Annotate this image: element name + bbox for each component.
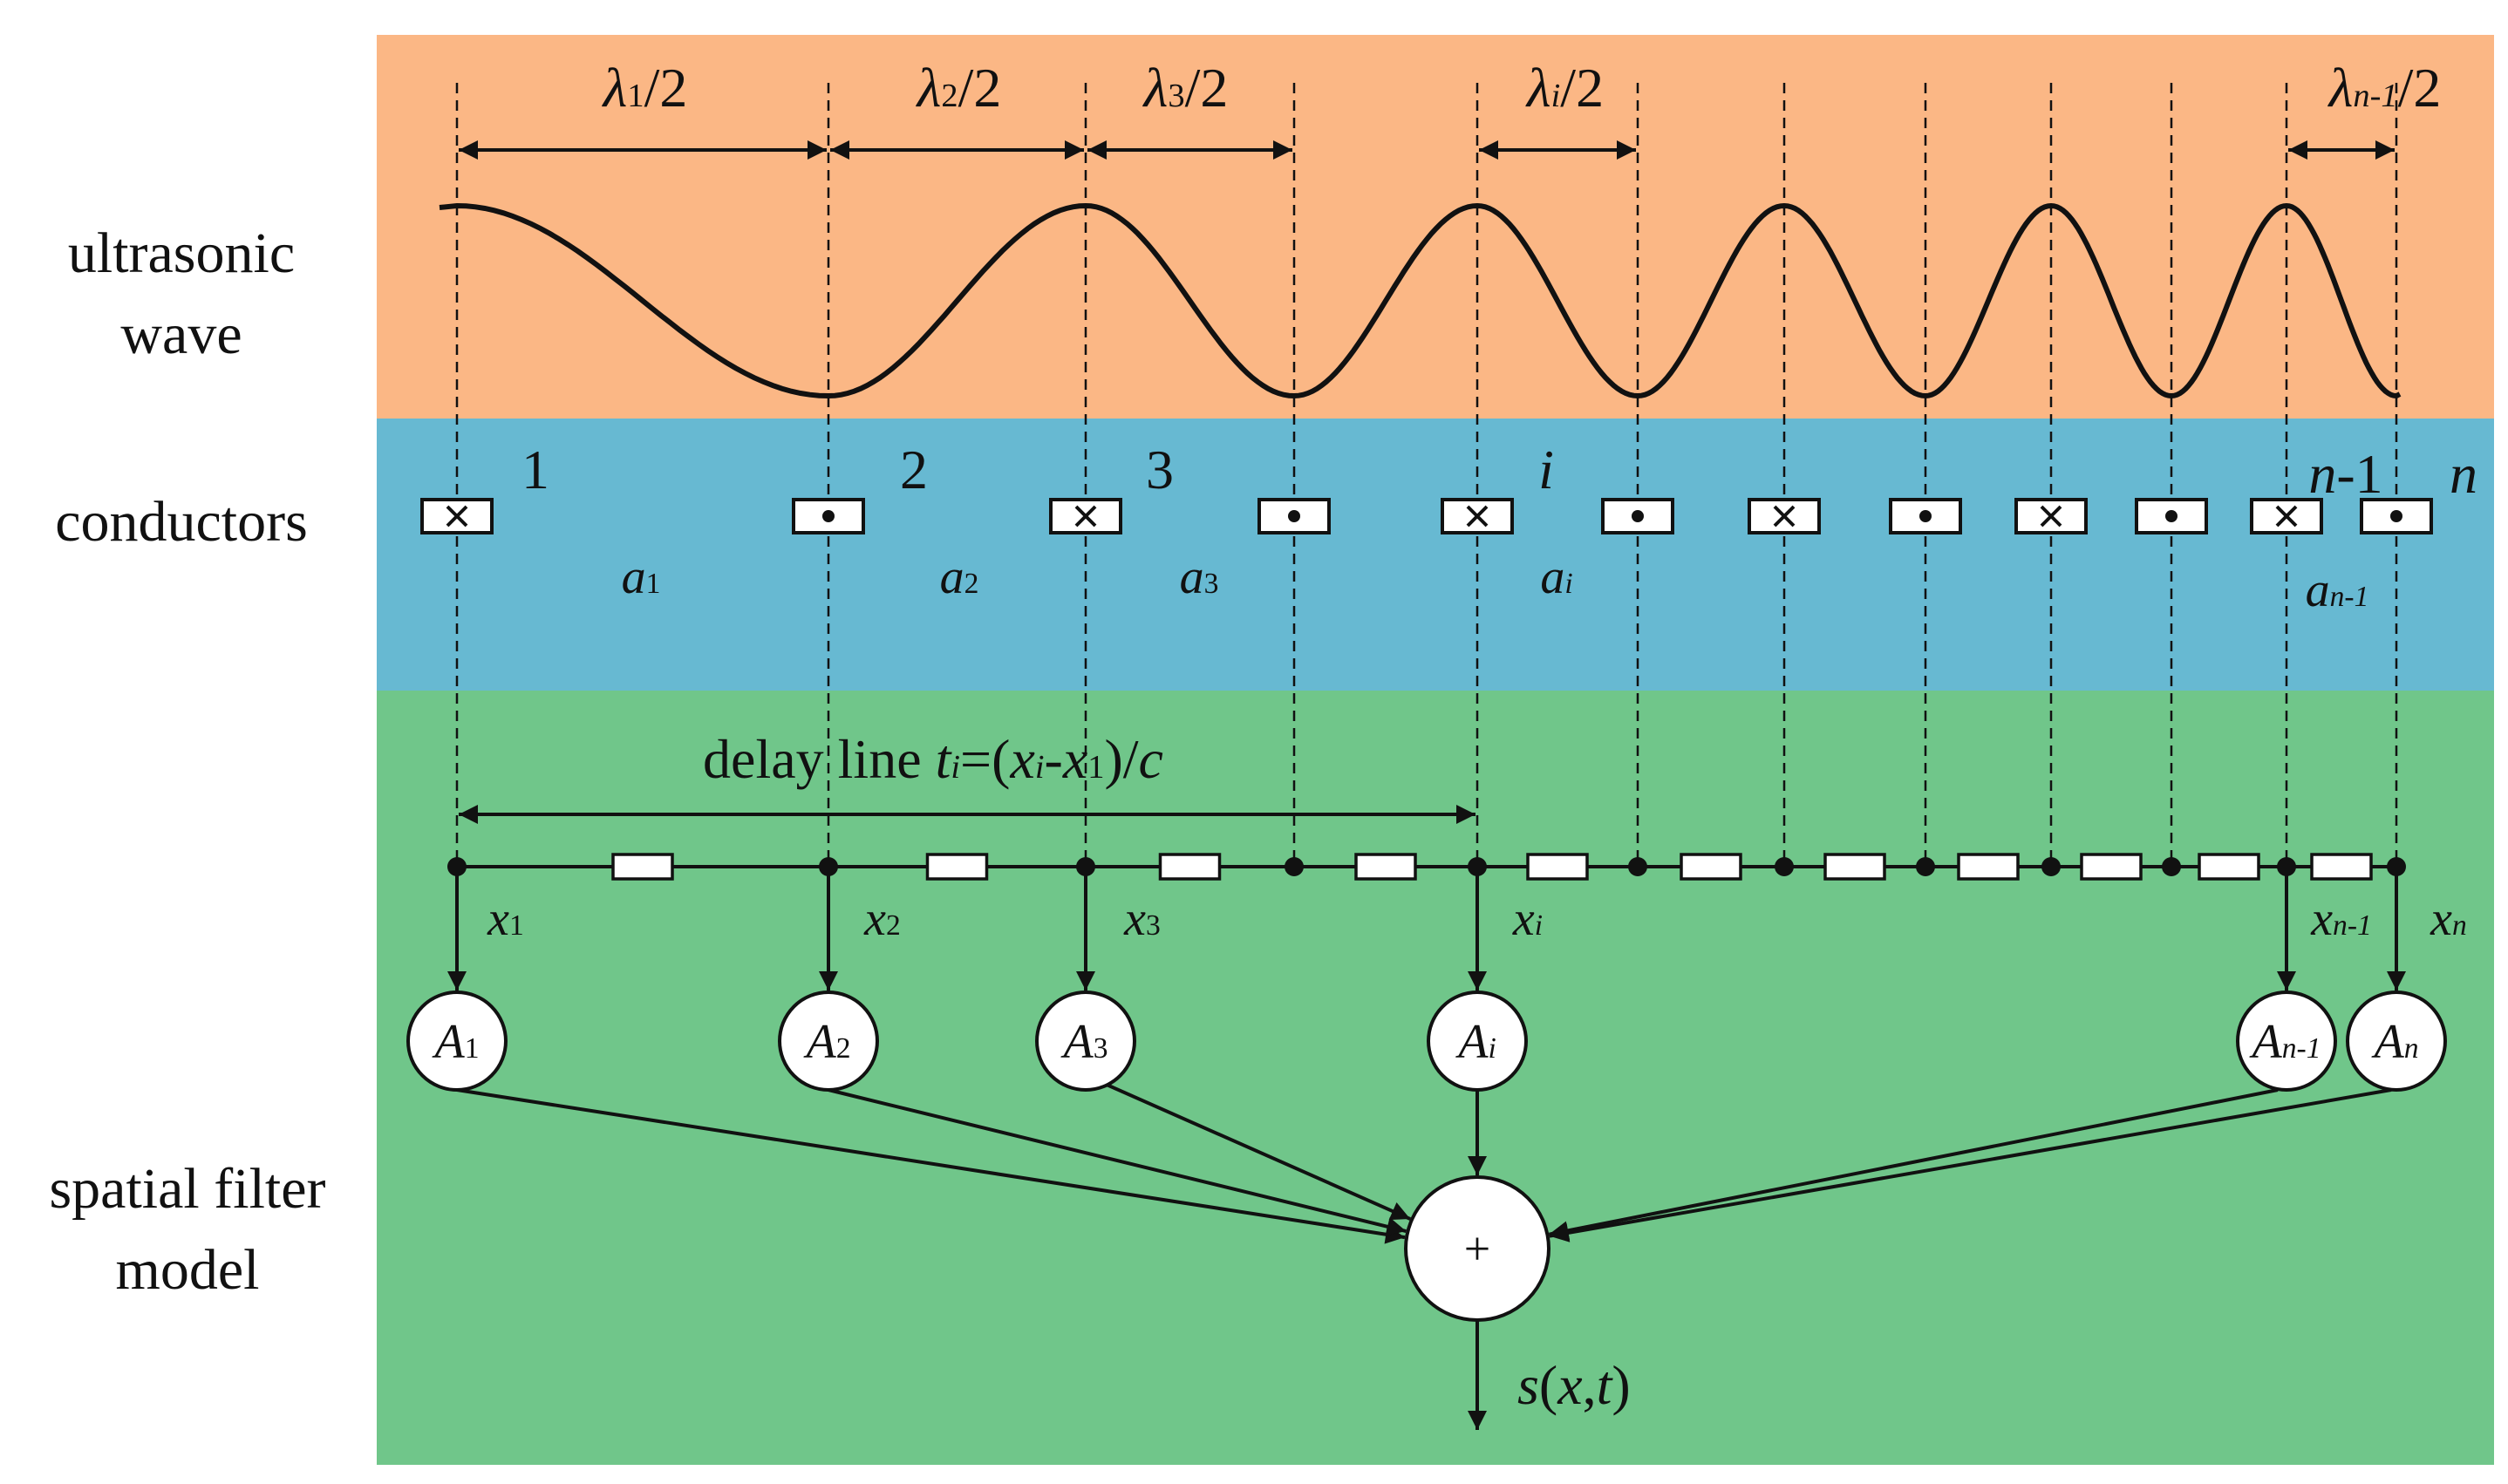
delay-element: [925, 853, 989, 881]
wavelength-label: λ1/2: [602, 57, 688, 119]
a-label: ai: [1540, 550, 1572, 604]
delay-element: [1158, 853, 1222, 881]
delay-element: [2198, 853, 2260, 881]
conductor-dot-icon: [2135, 498, 2208, 534]
conductor-index: i: [1538, 439, 1554, 500]
tap-node: [1285, 857, 1304, 876]
tap-position-label: x3: [1123, 892, 1161, 946]
delay-element: [1526, 853, 1589, 881]
conductor-spacing-labels: a1 a2 a3 ai an-1: [622, 550, 2369, 617]
delay-element: [1957, 853, 2020, 881]
tap-position-label: xn-1: [2310, 892, 2372, 946]
amplifier-label: A1: [431, 1015, 479, 1069]
tap-position-label: xi: [1512, 892, 1543, 946]
summer: + s(x,t): [456, 1083, 2392, 1430]
delay-element: [1354, 853, 1417, 881]
output-label: s(x,t): [1517, 1354, 1631, 1416]
conductor-cross-icon: [2250, 498, 2323, 534]
sum-input-arrow: [456, 1088, 1406, 1244]
tap-position-label: x1: [487, 892, 524, 946]
delay-element: [611, 853, 674, 881]
summer-symbol: +: [1464, 1222, 1490, 1275]
conductor-row: 1 2 3 i n-1 n: [420, 439, 2477, 534]
wavelength-label: λ2/2: [916, 57, 1002, 119]
amplifier-node: A2: [778, 990, 879, 1092]
delay-element: [2310, 853, 2373, 881]
delay-element: [2080, 853, 2143, 881]
conductor-index: n-1: [2308, 443, 2382, 505]
wavelength-label: λ3/2: [1142, 57, 1229, 119]
conductor-index: n: [2450, 443, 2477, 505]
amplifier-label: A3: [1060, 1015, 1107, 1069]
tap-position-label: x2: [863, 892, 901, 946]
delay-line-label: delay line ti=(xi-x1)/c: [703, 728, 1163, 790]
sum-input-arrow: [828, 1088, 1407, 1236]
delay-element: [1680, 853, 1742, 881]
spatial-filter-label: spatial filter: [49, 1157, 325, 1221]
conductor-cross-icon: [420, 498, 494, 534]
spatial-filter-band: [377, 691, 2494, 1465]
amplifier-node: An: [2346, 990, 2447, 1092]
amplifier-label: An-1: [2249, 1015, 2321, 1069]
conductor-cross-icon: [1441, 498, 1514, 534]
wavelength-dimensions: λ1/2 λ2/2 λ3/2 λi/2 λn-1/2: [459, 57, 2442, 160]
ultrasonic-label: ultrasonic: [68, 221, 295, 285]
conductor-cross-icon: [2014, 498, 2088, 534]
wavelength-label: λn-1/2: [2327, 57, 2442, 119]
amplifier-label: Ai: [1455, 1015, 1496, 1069]
amplifier-node: Ai: [1427, 990, 1528, 1092]
tap-node: [1628, 857, 1647, 876]
conductors-label: conductors: [55, 490, 308, 554]
conductor-dot-icon: [1889, 498, 1962, 534]
conductor-dot-icon: [792, 498, 865, 534]
amplifier-node: A3: [1035, 990, 1136, 1092]
conductor-index: 1: [521, 439, 549, 500]
tap-node: [2162, 857, 2181, 876]
conductor-dot-icon: [1257, 498, 1331, 534]
summer-node: +: [1404, 1175, 1550, 1322]
sum-input-arrow: [1106, 1083, 1411, 1221]
tap-node: [1916, 857, 1935, 876]
sum-input-arrow: [1549, 1088, 2279, 1241]
amplifier-label: An: [2370, 1015, 2418, 1069]
conductor-index: 3: [1146, 439, 1174, 500]
tap-position-label: xn: [2430, 892, 2467, 946]
wavelength-label: λi/2: [1525, 57, 1604, 119]
a-label: an-1: [2306, 563, 2369, 617]
amplifier-node: A1: [406, 990, 508, 1092]
conductor-dot-icon: [2360, 498, 2433, 534]
sum-input-arrow: [1549, 1088, 2392, 1242]
model-label: model: [116, 1238, 260, 1302]
ultrasonic-wave-curve: [439, 202, 2402, 399]
tap-node: [2041, 857, 2061, 876]
tap-node: [1775, 857, 1794, 876]
dashed-guide-lines: [455, 83, 2398, 872]
amplifier-node: An-1: [2236, 990, 2337, 1092]
conductor-index: 2: [900, 439, 928, 500]
a-label: a3: [1180, 550, 1219, 604]
wave-label: wave: [120, 303, 242, 366]
conductor-cross-icon: [1049, 498, 1122, 534]
amplifier-label: A2: [802, 1015, 850, 1069]
conductor-dot-icon: [1601, 498, 1674, 534]
a-label: a2: [940, 550, 979, 604]
conductors-band: [377, 419, 2494, 691]
delay-line: delay line ti=(xi-x1)/c: [447, 728, 2406, 881]
conductor-cross-icon: [1748, 498, 1821, 534]
delay-element: [1823, 853, 1886, 881]
a-label: a1: [622, 550, 661, 604]
